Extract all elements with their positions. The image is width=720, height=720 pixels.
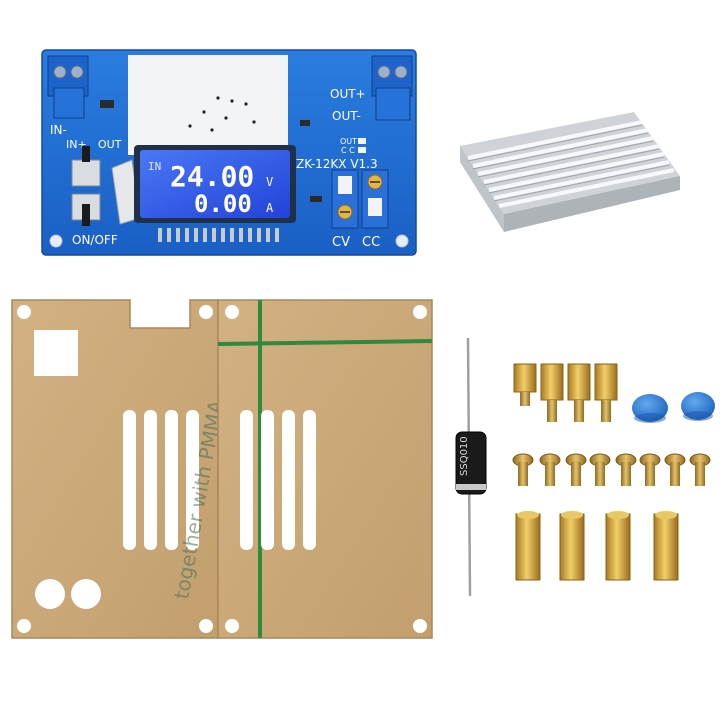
label-out-minus: OUT- — [332, 109, 361, 123]
buck-converter-board: IN- IN+ OUT OUT+ OUT- OUT C C ZK-12KX V1… — [41, 49, 417, 256]
label-in-plus: IN+ — [66, 138, 87, 151]
lcd-pins — [158, 228, 279, 242]
label-model: ZK-12KX V1.3 — [296, 157, 378, 171]
label-cc: CC — [362, 235, 380, 250]
label-out-small: OUT — [340, 137, 357, 146]
label-cv: CV — [332, 235, 350, 250]
acrylic-panel-right — [217, 299, 433, 639]
brass-standoffs-short — [513, 363, 618, 422]
input-terminal-block — [47, 55, 89, 119]
lcd-display: IN 24.00 V 0.00 A — [134, 145, 296, 223]
diode-marking: SSQ010 — [459, 436, 470, 476]
push-buttons — [71, 146, 101, 226]
lcd-current-unit: A — [266, 201, 274, 215]
label-cc-small: C C — [341, 146, 355, 155]
label-in-minus: IN- — [50, 123, 67, 137]
label-out: OUT — [98, 138, 122, 151]
lcd-in-label: IN — [148, 160, 161, 173]
acrylic-panel-left: together with PMMA — [11, 299, 228, 639]
lcd-voltage-unit: V — [266, 175, 273, 189]
label-out-plus: OUT+ — [330, 87, 366, 101]
lcd-voltage-value: 24.00 — [170, 160, 254, 193]
brass-standoffs-long — [515, 511, 679, 581]
rectifier-diode: SSQ010 — [455, 337, 487, 597]
lcd-current-value: 0.00 — [194, 190, 252, 218]
button-caps — [632, 392, 715, 423]
aluminum-heatsink — [460, 112, 680, 232]
label-on-off: ON/OFF — [72, 233, 118, 247]
brass-screws — [512, 453, 711, 486]
trim-potentiometers — [331, 169, 389, 229]
output-terminal-block — [371, 55, 413, 121]
